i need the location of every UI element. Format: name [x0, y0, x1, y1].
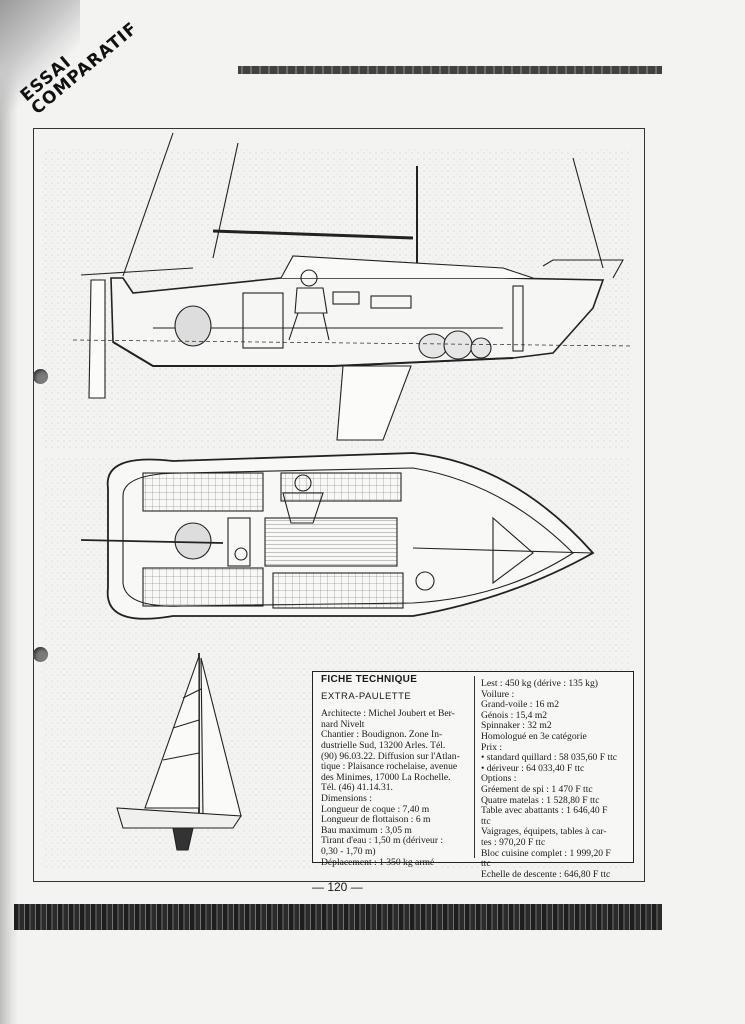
fiche-right-line: Vaigrages, équipets, tables à car-: [481, 826, 607, 838]
fiche-right-line: Bloc cuisine complet : 1 999,20 F: [481, 847, 611, 859]
fiche-right-line: Gréement de spi : 1 470 F ttc: [481, 783, 593, 795]
header-bar: [238, 66, 662, 74]
fiche-right-line: Options :: [481, 773, 517, 785]
sail-bag-2: [443, 330, 473, 360]
fiche-left-line: Tél. (46) 41.14.31.: [321, 782, 393, 794]
footer-bar: [14, 904, 662, 930]
fiche-right-line: Lest : 450 kg (dérive : 135 kg): [481, 678, 598, 689]
centerline: [412, 547, 594, 554]
waterline-dashed: [72, 339, 634, 347]
bow-pulpit: [542, 259, 624, 279]
fiche-divider: [474, 676, 475, 858]
berth-port-aft: [142, 472, 264, 512]
galley-block: [227, 517, 251, 567]
fiche-right-line: ttc: [481, 815, 491, 827]
illustration-frame: [33, 128, 645, 882]
sail-bag-1: [418, 333, 448, 359]
bulkhead: [512, 285, 524, 352]
fiche-right-line: Spinnaker : 32 m2: [481, 720, 552, 732]
fiche-left-line: nard Nivelt: [321, 718, 365, 730]
fiche-right-line: Prix :: [481, 741, 503, 753]
fiche-right-line: Grand-voile : 16 m2: [481, 699, 560, 711]
batten-3: [162, 752, 200, 761]
mainsail: [144, 655, 200, 809]
page-edge-shadow: [0, 0, 18, 1024]
fiche-left-line: Longueur de coque : 7,40 m: [321, 803, 430, 815]
fiche-left-line: Bau maximum : 3,05 m: [321, 824, 412, 836]
sail-plan-drawing: [116, 653, 242, 851]
fiche-title: FICHE TECHNIQUE: [321, 674, 418, 685]
fiche-right-line: ttc: [481, 858, 491, 870]
cushion-plan: [174, 522, 212, 560]
fiche-left-line: Architecte : Michel Joubert et Ber-: [321, 708, 455, 720]
figure-legs: [288, 312, 330, 341]
deck-plan-drawing: [80, 452, 595, 620]
fiche-left-line: Dimensions :: [321, 792, 372, 804]
fiche-right-line: Voilure :: [481, 688, 515, 700]
porthole-2: [370, 295, 412, 309]
cabin-sole: [264, 517, 398, 567]
fiche-left-line: Tirant d'eau : 1,50 m (dériveur :: [321, 835, 444, 847]
fiche-right-column: Lest : 450 kg (dérive : 135 kg) Voilure …: [481, 678, 631, 880]
anchor-well: [415, 571, 435, 591]
figure-plan-body: [282, 492, 324, 524]
berth-port-fwd: [280, 472, 402, 502]
waterline-hull: [112, 341, 514, 367]
keel: [336, 365, 412, 441]
fiche-left-line: tique : Plaisance rochelaise, avenue: [321, 761, 458, 773]
fiche-left-line: (90) 96.03.22. Diffusion sur l'Atlan-: [321, 750, 460, 762]
porthole-1: [332, 291, 360, 305]
figure-body: [294, 287, 328, 314]
batten-2: [172, 719, 200, 729]
fiche-left-line: Chantier : Boudignon. Zone In-: [321, 729, 443, 741]
fiche-right-line: Echelle de descente : 646,80 F ttc: [481, 868, 611, 880]
rudder: [88, 279, 106, 399]
berth-starboard-fwd: [272, 572, 404, 609]
side-profile-drawing: [72, 132, 634, 441]
fiche-right-line: tes : 970,20 F ttc: [481, 836, 546, 848]
cushion-bag: [174, 305, 212, 347]
figure-plan-head: [294, 474, 312, 492]
berth-starboard-aft: [142, 567, 264, 607]
cabin-roof: [280, 255, 534, 279]
galley: [242, 292, 284, 349]
page-number: — 120 —: [312, 880, 363, 894]
figure-head: [300, 269, 318, 287]
sail-plan-hull: [116, 807, 242, 829]
fiche-left-line: 0,30 - 1,70 m): [321, 845, 376, 857]
tiller-plan: [80, 539, 224, 544]
fiche-right-line: Homologué en 3e catégorie: [481, 730, 587, 742]
foredeck-hatch: [492, 516, 534, 585]
sail-bag-3: [470, 337, 492, 359]
fiche-right-line: Table avec abattants : 1 646,40 F: [481, 805, 608, 817]
fiche-right-line: • dériveur : 64 033,40 F ttc: [481, 762, 585, 774]
fiche-right-line: Génois : 15,4 m2: [481, 709, 548, 721]
fiche-technique-box: FICHE TECHNIQUE EXTRA-PAULETTE Architect…: [312, 671, 634, 879]
fiche-right-line: • standard quillard : 58 035,60 F ttc: [481, 752, 618, 764]
topping-lift: [212, 142, 239, 259]
backstay: [122, 132, 174, 277]
fiche-left-column: FICHE TECHNIQUE EXTRA-PAULETTE Architect…: [321, 674, 471, 868]
batten-1: [182, 687, 204, 699]
tiller: [80, 267, 194, 276]
forestay: [572, 157, 604, 269]
stove: [234, 547, 248, 561]
fiche-left-line: des Minimes, 17000 La Rochelle.: [321, 771, 451, 783]
boom: [212, 229, 414, 240]
page-corner-shadow: [0, 0, 80, 130]
sail-plan-keel: [172, 827, 194, 851]
fiche-left-line: Longueur de flottaison : 6 m: [321, 814, 431, 826]
fiche-left-line: Déplacement : 1 350 kg armé: [321, 856, 435, 868]
fiche-right-line: Quatre matelas : 1 528,80 F ttc: [481, 794, 600, 806]
fiche-left-line: dustrielle Sud, 13200 Arles. Tél.: [321, 739, 446, 751]
fiche-boat-name: EXTRA-PAULETTE: [321, 690, 412, 702]
